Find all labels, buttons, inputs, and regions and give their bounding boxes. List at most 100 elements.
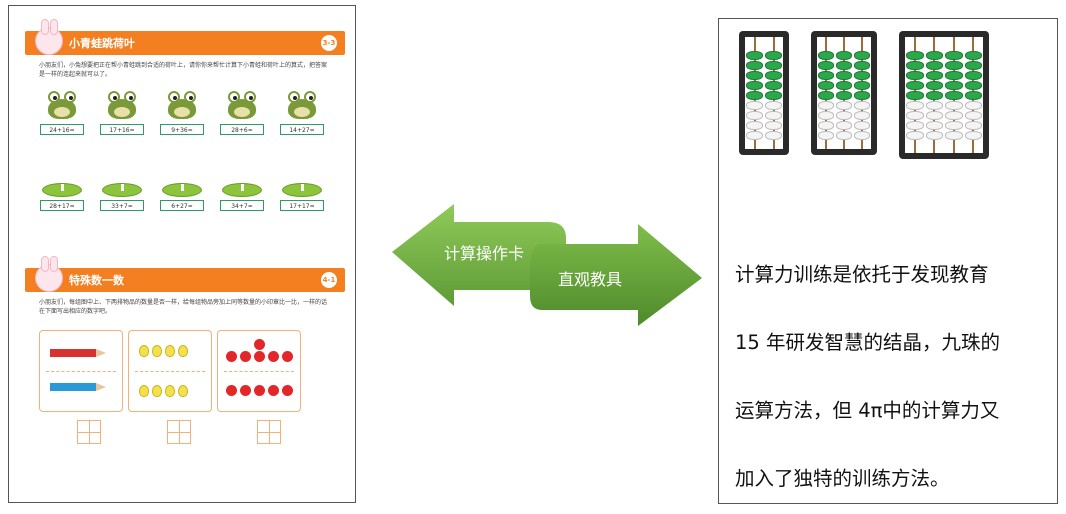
abacus-bead (854, 101, 870, 110)
abacus-bead (836, 111, 852, 120)
abacus-bead (765, 121, 782, 130)
abacus-bead (906, 111, 924, 120)
apple-icon (254, 339, 265, 350)
lily-pad-item: 28+17= (39, 183, 85, 211)
abacus-3-rod-icon (811, 31, 877, 155)
apple-row-top-2 (226, 351, 293, 362)
description-line: 加入了独特的训练方法。 (735, 467, 950, 490)
abacus-bead (818, 51, 834, 60)
abacus-bead (906, 81, 924, 90)
abacus-bead (854, 131, 870, 140)
apple-icon (226, 351, 237, 362)
apple-icon (268, 385, 279, 396)
bunny-mascot-icon (35, 19, 63, 55)
pear-row-bottom (139, 385, 188, 397)
abacus-bead (746, 51, 763, 60)
pear-icon (165, 345, 175, 357)
lily-pad-item: 17+17= (279, 183, 325, 211)
abacus-bead (906, 131, 924, 140)
abacus-bead (925, 131, 943, 140)
pear-row-top (139, 345, 188, 357)
abacus-bead (925, 91, 943, 100)
abacus-bead (765, 71, 782, 80)
abacus-bead (765, 51, 782, 60)
abacus-bead (964, 51, 982, 60)
abacus-bead (836, 91, 852, 100)
abacus-bead (945, 91, 963, 100)
red-pencil-icon (50, 349, 106, 357)
lily-pad-equation: 33+7= (100, 200, 144, 211)
lily-pad-equation: 34+7= (220, 200, 264, 211)
pear-icon (139, 385, 149, 397)
frog-icon (284, 91, 320, 121)
description-text: 计算力训练是依托于发现教育 15 年研发智慧的结晶，九珠的 运算方法，但 4π中… (735, 241, 1049, 513)
counting-cards (39, 330, 301, 412)
counting-worksheet-intro: 小朋友们，每组图中上、下两排物品的数量是否一样，给每组物品旁加上同等数量的小印章… (39, 299, 328, 315)
frog-worksheet-header: 小青蛙跳荷叶 3-3 (25, 19, 345, 55)
abacus-bead (964, 81, 982, 90)
abacus-bead (945, 61, 963, 70)
abacus-bead (925, 71, 943, 80)
pencil-card (39, 330, 123, 412)
abacus-bead (964, 121, 982, 130)
abacus-bead (964, 71, 982, 80)
abacus-bead (945, 111, 963, 120)
abacus-bead (925, 81, 943, 90)
pear-icon (139, 345, 149, 357)
lily-pad-icon (42, 183, 82, 197)
abacus-bead (746, 121, 763, 130)
apple-icon (282, 385, 293, 396)
abacus-bead (836, 71, 852, 80)
frog-equation: 28+6= (220, 124, 264, 135)
abacus-bead (746, 91, 763, 100)
frog-worksheet-title: 小青蛙跳荷叶 (69, 37, 135, 50)
abacus-bead (925, 51, 943, 60)
frog-equation: 14+27= (280, 124, 324, 135)
abacus-info-panel: 计算力训练是依托于发现教育 15 年研发智慧的结晶，九珠的 运算方法，但 4π中… (718, 18, 1058, 504)
abacus-bead (906, 61, 924, 70)
abacus-bead (746, 101, 763, 110)
abacus-bead (945, 71, 963, 80)
abacus-bead (818, 61, 834, 70)
double-arrow-icon (392, 204, 702, 326)
abacus-bead (836, 81, 852, 90)
abacus-bead (925, 111, 943, 120)
abacus-4-rod-icon (899, 31, 989, 159)
frog-icon (104, 91, 140, 121)
apple-card (217, 330, 301, 412)
frog-item: 28+6= (219, 91, 265, 135)
abacus-bead (818, 91, 834, 100)
counting-worksheet: 特殊数一数 4-1 小朋友们，每组图中上、下两排物品的数量是否一样，给每组物品旁… (25, 256, 345, 468)
abacus-bead (906, 51, 924, 60)
abacus-bead (746, 131, 763, 140)
abacus-bead (906, 91, 924, 100)
pear-card (128, 330, 212, 412)
lily-pad-icon (222, 183, 262, 197)
description-line: 运算方法，但 4π中的计算力又 (735, 399, 1000, 422)
blue-pencil-icon (50, 383, 106, 391)
pear-icon (178, 345, 188, 357)
lily-pad-item: 34+7= (219, 183, 265, 211)
abacus-bead (818, 121, 834, 130)
frog-worksheet-intro: 小朋友们，小兔想要把正在帮小青蛙跳到合适的荷叶上，请你你来帮忙计算下小青蛙和荷叶… (39, 62, 328, 78)
lily-pad-equation: 28+17= (40, 200, 84, 211)
answer-grid-box (257, 420, 281, 444)
lily-pad-item: 6+27= (159, 183, 205, 211)
answer-grid-box (167, 420, 191, 444)
abacus-bead (765, 101, 782, 110)
abacus-bead (836, 101, 852, 110)
apple-icon (268, 351, 279, 362)
abacus-bead (836, 61, 852, 70)
abacus-bead (854, 81, 870, 90)
abacus-bead (836, 121, 852, 130)
frog-row: 24+16= 17+16= 9+36= 28+6= 14+27= (39, 91, 325, 135)
abacus-bead (925, 121, 943, 130)
lily-pad-equation: 6+27= (160, 200, 204, 211)
bidirectional-arrow: 计算操作卡 直观教具 (392, 204, 702, 326)
abacus-bead (945, 51, 963, 60)
abacus-bead (906, 101, 924, 110)
abacus-bead (765, 81, 782, 90)
apple-icon (282, 351, 293, 362)
abacus-bead (854, 111, 870, 120)
apple-icon (254, 351, 265, 362)
